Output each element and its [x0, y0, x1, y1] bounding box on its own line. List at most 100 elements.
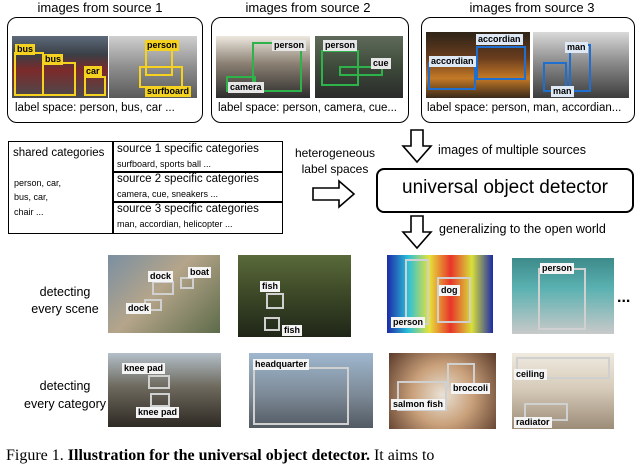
- universal-detector-label: universal object detector: [402, 177, 608, 198]
- tag-knee-pad-1: knee pad: [122, 363, 166, 374]
- ceiling-box: [516, 357, 610, 379]
- tag-ceiling: ceiling: [514, 369, 547, 380]
- row-1-label-line-2: every scene: [31, 302, 99, 316]
- caption-rest: It aims to: [373, 447, 435, 464]
- tag-knee-pad-2: knee pad: [136, 407, 180, 418]
- category-photo-skate: knee pad knee pad: [108, 353, 221, 427]
- hetero-label-line-1: heterogeneous: [294, 146, 376, 160]
- category-divider: [112, 142, 114, 233]
- person-box-3: [321, 50, 359, 86]
- row-2-label-line-2: every category: [24, 397, 106, 411]
- source-3-specific-title: source 3 specific categories: [117, 203, 259, 215]
- source-2-specific-title: source 2 specific categories: [117, 173, 259, 185]
- source-1-photo-bus: bus bus car: [12, 36, 108, 98]
- open-world-label: generalizing to the open world: [439, 222, 606, 236]
- row-2-label-line-1: detecting: [39, 379, 91, 393]
- shared-categories-title: shared categories: [13, 147, 105, 159]
- scene-photo-aerial: dock boat dock: [108, 255, 220, 333]
- source-3-title: images from source 3: [469, 0, 595, 15]
- tag-bus-1: bus: [15, 44, 36, 55]
- tag-person-2: person: [272, 40, 307, 51]
- tag-boat: boat: [188, 267, 211, 278]
- tag-camera: camera: [228, 82, 264, 93]
- source-3-panel: accordian accordian man man label space:…: [421, 17, 635, 123]
- row-1-label-line-1: detecting: [39, 285, 91, 299]
- tag-bus-2: bus: [43, 54, 64, 65]
- headquarter-box: [253, 367, 349, 425]
- tag-fish-2: fish: [282, 325, 303, 336]
- scene-photo-cartoon: person: [512, 258, 614, 334]
- source-1-label-space: label space: person, bus, car ...: [15, 102, 175, 114]
- category-photo-food: broccoli salmon fish: [389, 353, 496, 429]
- source-2-photo-cue: person cue: [315, 36, 403, 98]
- tag-person-3: person: [323, 40, 358, 51]
- tag-person-cartoon: person: [540, 263, 575, 274]
- tag-man-1: man: [565, 42, 588, 53]
- dog-box: [437, 277, 471, 323]
- source-1-panel: bus bus car person surfboard label space…: [7, 17, 203, 123]
- tag-accordian-1: accordian: [429, 56, 476, 67]
- right-arrow-icon: [312, 179, 356, 209]
- tag-radiator: radiator: [514, 417, 552, 428]
- tag-accordian-2: accordian: [476, 34, 523, 45]
- bus-box-1: [14, 52, 44, 96]
- universal-detector-box: [376, 168, 634, 213]
- source-1-specific-items: surfboard, sports ball ...: [117, 159, 212, 169]
- surfboard-box: [139, 66, 183, 88]
- tag-fish-1: fish: [260, 281, 281, 292]
- multi-sources-label: images of multiple sources: [438, 143, 586, 157]
- person-box-thermal-1: [405, 259, 429, 325]
- salmon-box: [397, 381, 447, 411]
- scene-photo-thermal: dog person: [387, 255, 493, 333]
- car-box: [84, 76, 106, 96]
- source-2-panel: person camera person cue label space: pe…: [211, 17, 409, 123]
- person-box-cartoon: [538, 268, 586, 330]
- fish-box-2: [264, 317, 280, 331]
- source-2-photo-camera: person camera: [216, 36, 310, 98]
- source-3-photo-man: man man: [533, 32, 629, 98]
- down-arrow-icon-2: [401, 215, 433, 250]
- figure-caption: Figure 1. Illustration for the universal…: [6, 447, 434, 465]
- shared-list-2: bus, car,: [14, 192, 49, 202]
- shared-list-3: chair ...: [14, 207, 44, 217]
- shared-list-1: person, car,: [14, 178, 62, 188]
- source-2-title: images from source 2: [245, 0, 371, 15]
- source-1-title: images from source 1: [37, 0, 163, 15]
- tag-person: person: [145, 40, 180, 51]
- source-2-specific-items: camera, cue, sneakers ...: [117, 189, 219, 199]
- cue-box: [339, 66, 383, 76]
- tag-broccoli: broccoli: [451, 383, 491, 394]
- row-1-ellipsis: ...: [617, 289, 631, 306]
- source-2-label-space: label space: person, camera, cue...: [218, 102, 397, 114]
- category-photo-building: headquarter: [249, 353, 373, 428]
- scene-photo-fish: fish fish: [238, 255, 351, 337]
- boat-box: [180, 277, 194, 289]
- source-3-specific-items: man, accordian, helicopter ...: [117, 219, 233, 229]
- fish-box-1: [266, 293, 284, 309]
- tag-person-thermal: person: [391, 317, 426, 328]
- knee-pad-box-1: [148, 375, 170, 389]
- tag-salmon-fish: salmon fish: [391, 399, 446, 410]
- bus-box-2: [42, 62, 76, 96]
- row-divider-1: [113, 171, 282, 173]
- source-1-specific-title: source 1 specific categories: [117, 143, 259, 155]
- tag-dock-1: dock: [148, 271, 174, 282]
- tag-man-2: man: [551, 86, 574, 97]
- category-photo-room: ceiling radiator: [512, 353, 614, 429]
- down-arrow-icon-1: [401, 129, 433, 164]
- category-table: shared categories person, car, bus, car,…: [8, 141, 283, 234]
- caption-bold: Illustration for the universal object de…: [67, 447, 370, 464]
- tag-cue: cue: [371, 58, 391, 69]
- tag-dog: dog: [439, 285, 460, 296]
- knee-pad-box-2: [150, 393, 170, 407]
- source-1-photo-surf: person surfboard: [109, 36, 197, 98]
- row-divider-2: [113, 201, 282, 203]
- tag-headquarter: headquarter: [253, 359, 310, 370]
- source-3-photo-accordian: accordian accordian: [426, 32, 530, 98]
- tag-car: car: [84, 66, 102, 77]
- dock-box-1: [152, 281, 174, 295]
- caption-prefix: Figure 1.: [6, 447, 64, 464]
- tag-dock-2: dock: [126, 303, 152, 314]
- accordian-box-2: [476, 46, 526, 80]
- tag-surfboard: surfboard: [145, 86, 192, 97]
